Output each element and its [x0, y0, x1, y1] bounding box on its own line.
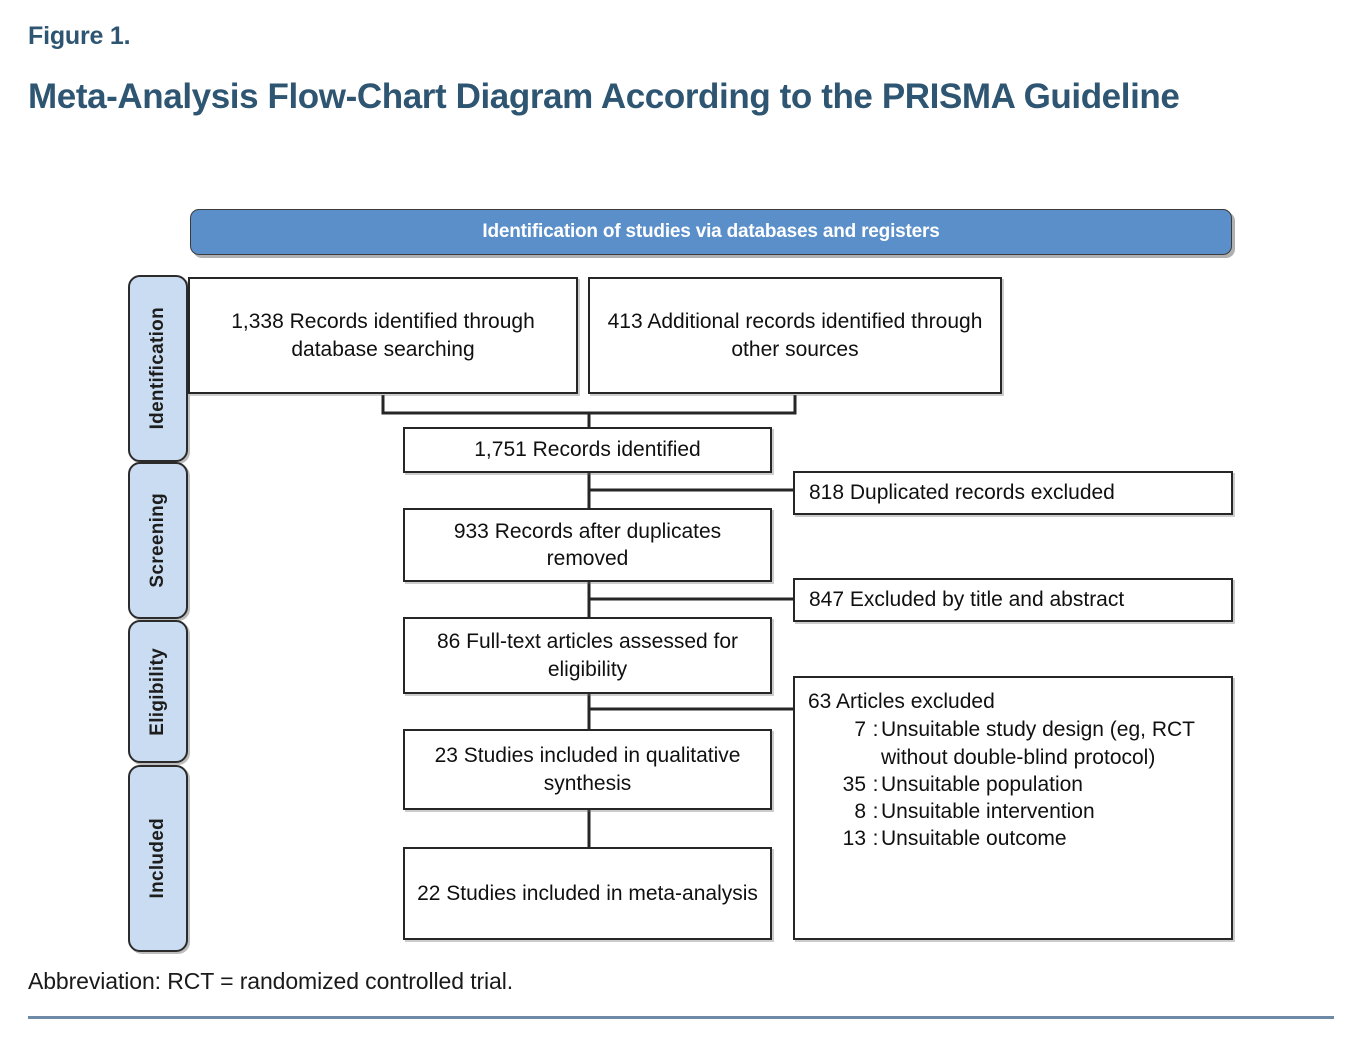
reason-separator: :	[872, 827, 879, 851]
reason-count: 7	[854, 718, 866, 742]
articles-excluded-reason: 7 : Unsuitable study design (eg, RCT wit…	[808, 716, 1221, 771]
box-records-other-sources: 413 Additional records identified throug…	[588, 277, 1002, 394]
stage-pill-eligibility: Eligibility	[128, 620, 188, 763]
box-duplicated-excluded: 818 Duplicated records excluded	[793, 471, 1233, 515]
stage-label-eligibility: Eligibility	[147, 647, 168, 736]
reason-text: Unsuitable study design (eg, RCT without…	[881, 718, 1195, 769]
reason-separator: :	[872, 718, 879, 742]
reason-text: Unsuitable intervention	[881, 800, 1095, 824]
articles-excluded-reason: 13 : Unsuitable outcome	[808, 825, 1221, 852]
articles-excluded-heading: 63 Articles excluded	[808, 690, 995, 713]
footer-divider	[28, 1016, 1334, 1019]
box-meta-analysis: 22 Studies included in meta-analysis	[403, 847, 772, 940]
box-title-abstract-excluded: 847 Excluded by title and abstract	[793, 578, 1233, 622]
box-records-database: 1,338 Records identified through databas…	[188, 277, 578, 394]
figure-label: Figure 1.	[28, 22, 131, 50]
page-title: Meta-Analysis Flow-Chart Diagram Accordi…	[28, 77, 1180, 116]
banner-label: Identification of studies via databases …	[482, 221, 940, 242]
box-articles-excluded: 63 Articles excluded 7 : Unsuitable stud…	[793, 676, 1233, 940]
reason-count: 35	[842, 772, 866, 796]
stage-pill-identification: Identification	[128, 275, 188, 462]
reason-separator: :	[872, 800, 879, 824]
abbreviation-footnote: Abbreviation: RCT = randomized controlle…	[28, 968, 514, 994]
reason-count: 8	[854, 800, 866, 824]
stage-label-screening: Screening	[147, 493, 168, 588]
stage-label-included: Included	[147, 818, 168, 899]
articles-excluded-reason: 8 : Unsuitable intervention	[808, 798, 1221, 825]
reason-count: 13	[842, 827, 866, 851]
articles-excluded-reason-list: 7 : Unsuitable study design (eg, RCT wit…	[808, 716, 1221, 852]
box-fulltext-assessed: 86 Full-text articles assessed for eligi…	[403, 617, 772, 694]
box-qualitative-synthesis: 23 Studies included in qualitative synth…	[403, 729, 772, 810]
reason-separator: :	[872, 772, 879, 796]
stage-label-identification: Identification	[147, 307, 168, 430]
stage-pill-screening: Screening	[128, 462, 188, 619]
identification-banner: Identification of studies via databases …	[190, 209, 1232, 255]
reason-text: Unsuitable population	[881, 772, 1083, 796]
box-records-after-duplicates: 933 Records after duplicates removed	[403, 508, 772, 582]
box-records-identified: 1,751 Records identified	[403, 427, 772, 473]
articles-excluded-reason: 35 : Unsuitable population	[808, 771, 1221, 798]
stage-pill-included: Included	[128, 765, 188, 952]
reason-text: Unsuitable outcome	[881, 827, 1067, 851]
